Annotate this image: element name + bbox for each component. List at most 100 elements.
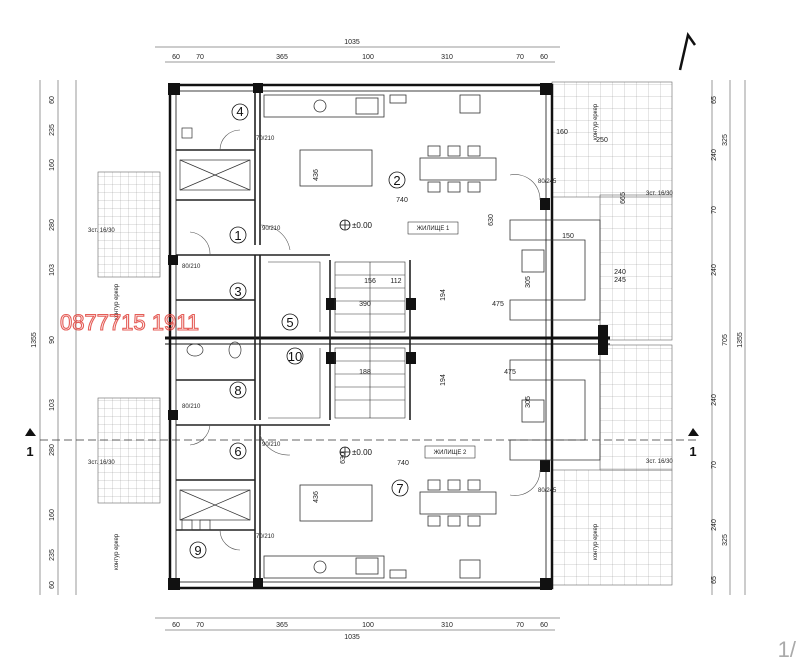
right-total-dim: 1355 [737, 332, 744, 348]
room-number-3: 3 [234, 284, 241, 299]
columns [168, 83, 608, 590]
unit-2-label: ЖИЛИЩЕ 2 [434, 450, 467, 456]
bottom-dim: 70 [196, 622, 204, 629]
outer-walls [165, 83, 610, 590]
terrace-right-bottom [551, 344, 673, 586]
internal-dim: 250 [596, 137, 608, 144]
left-dim: 160 [49, 159, 56, 171]
internal-dim: 112 [390, 278, 401, 285]
top-dim: 60 [172, 54, 180, 61]
internal-dim: 194 [440, 289, 447, 301]
level-upper: ±0.00 [352, 221, 373, 230]
room-number-8: 8 [234, 383, 241, 398]
bottom-dim: 310 [441, 622, 453, 629]
interior-walls [176, 91, 411, 582]
section-marker-right: 1 [688, 428, 699, 459]
roof-label: контур еркер [114, 533, 120, 570]
door-label: 80/210 [182, 404, 201, 410]
internal-dim: 240 [614, 269, 626, 276]
kitchen-islands [299, 149, 373, 522]
right-dim: 325 [722, 134, 729, 146]
door-label: 90/210 [262, 226, 281, 232]
bottom-dim: 60 [172, 622, 180, 629]
svg-text:1: 1 [689, 444, 696, 459]
dining-table-top [419, 145, 497, 193]
left-dim: 235 [49, 549, 56, 561]
sofa-top [509, 219, 601, 321]
room-number-6: 6 [234, 444, 241, 459]
room-number-10: 10 [288, 349, 302, 364]
door-labels: 70/210 80/210 90/210 80/245 70/210 80/21… [182, 136, 557, 540]
left-dim: 235 [49, 124, 56, 136]
internal-dim: 436 [313, 491, 320, 503]
internal-dim: 630 [340, 452, 347, 464]
roof-outline-labels: контур еркер контур еркер контур еркер к… [114, 103, 599, 570]
left-dim: 280 [49, 219, 56, 231]
door-label: 80/210 [182, 264, 201, 270]
internal-dim: 188 [359, 369, 371, 376]
internal-dim: 740 [396, 197, 408, 204]
room-markers [189, 103, 409, 559]
roof-label: контур еркер [593, 103, 599, 140]
door-label: 80/245 [538, 179, 557, 185]
stair-note: 3ст. 16/30 [88, 228, 115, 234]
door-label: 80/245 [538, 488, 557, 494]
right-dim: 65 [711, 96, 718, 104]
internal-dim: 390 [359, 301, 371, 308]
internal-dim: 150 [562, 233, 574, 240]
bottom-dimension-labels: 60 70 365 100 310 70 60 1035 [172, 622, 548, 641]
left-total-dim: 1355 [31, 332, 38, 348]
room-number-4: 4 [236, 104, 243, 119]
top-dimension-labels: 1035 60 70 365 100 310 70 60 [172, 39, 548, 61]
internal-dim: 475 [492, 301, 504, 308]
left-dim: 60 [49, 96, 56, 104]
internal-dim: 305 [525, 276, 532, 288]
section-marker-left: 1 [25, 428, 36, 459]
internal-dim: 630 [488, 214, 495, 226]
bottom-dim: 70 [516, 622, 524, 629]
stair-note: 3ст. 16/30 [88, 460, 115, 466]
left-dim: 280 [49, 444, 56, 456]
unit-1-label: ЖИЛИЩЕ 1 [417, 226, 450, 232]
room-number-2: 2 [393, 173, 400, 188]
stair-notes: 3ст. 16/30 3ст. 16/30 3ст. 16/30 3ст. 16… [88, 191, 673, 466]
right-dim: 240 [711, 149, 718, 161]
internal-dim: 245 [614, 277, 626, 284]
right-dimension-labels: 1355 705 65 325 240 70 240 240 70 240 32… [711, 96, 744, 584]
top-dim: 70 [196, 54, 204, 61]
door-label: 70/210 [256, 136, 275, 142]
top-total-dim: 1035 [344, 39, 360, 46]
top-dim: 310 [441, 54, 453, 61]
internal-dim: 305 [525, 396, 532, 408]
left-dim: 60 [49, 581, 56, 589]
sofa-bottom [509, 359, 601, 461]
internal-dim: 156 [364, 278, 376, 285]
roof-label: контур еркер [114, 283, 120, 320]
internal-dim: 194 [440, 374, 447, 386]
internal-dim: 475 [504, 369, 516, 376]
stair-note: 3ст. 16/30 [646, 459, 673, 465]
svg-text:1: 1 [26, 444, 33, 459]
staircase [268, 261, 406, 419]
door-label: 70/210 [256, 534, 275, 540]
room-number-7: 7 [396, 481, 403, 496]
top-dim: 365 [276, 54, 288, 61]
right-dim: 240 [711, 394, 718, 406]
room-number-1: 1 [234, 228, 241, 243]
room-numbers: 4 2 1 3 5 10 8 6 7 9 [194, 104, 403, 558]
right-dim: 240 [711, 519, 718, 531]
bottom-dim: 60 [540, 622, 548, 629]
left-dim: 103 [49, 399, 56, 411]
bottom-dim: 100 [362, 622, 374, 629]
left-dim: 103 [49, 264, 56, 276]
internal-dim: 160 [556, 129, 568, 136]
internal-dim: 436 [313, 169, 320, 181]
roof-label: контур еркер [593, 523, 599, 560]
door-label: 90/210 [262, 442, 281, 448]
right-dim: 65 [711, 576, 718, 584]
top-dim: 70 [516, 54, 524, 61]
bottom-total-dim: 1035 [344, 634, 360, 641]
entry-steps-left [97, 171, 161, 504]
left-dim: 90 [49, 336, 56, 344]
